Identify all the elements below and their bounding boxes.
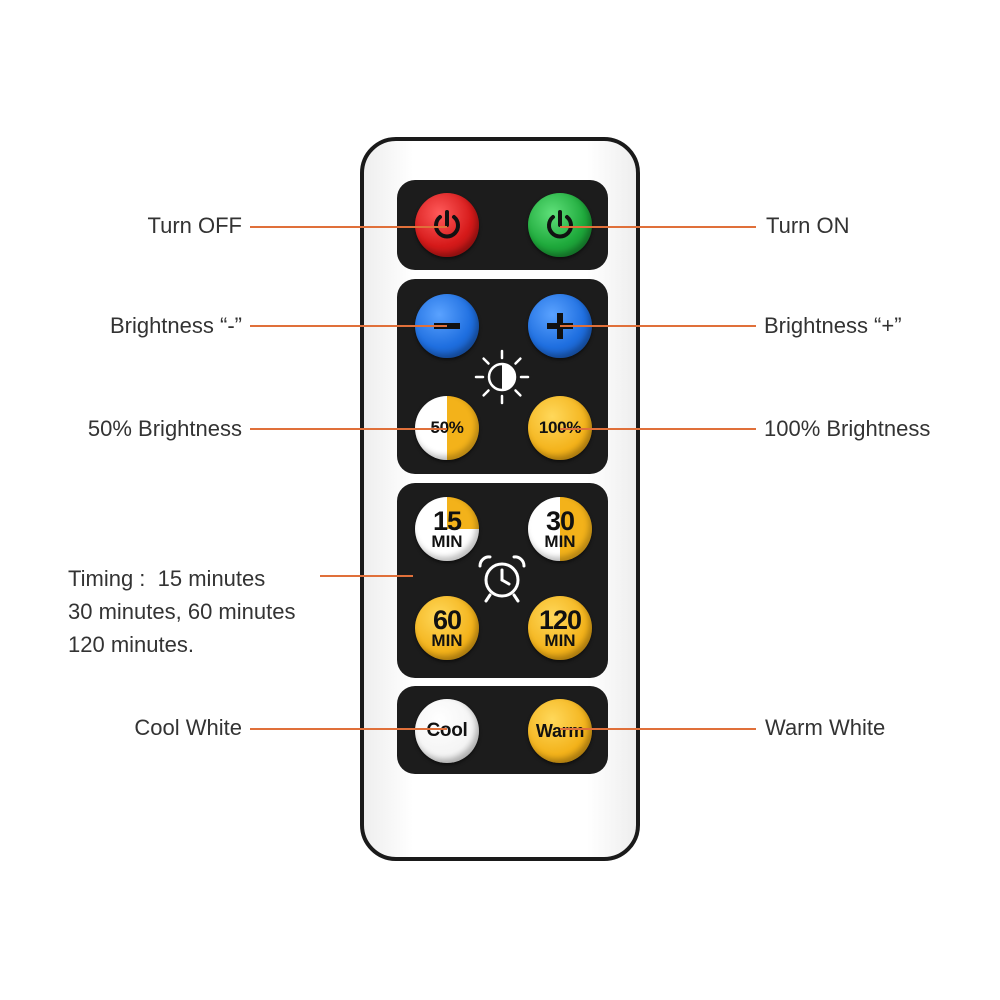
leader-line-brightness-100 [560,428,756,430]
timer-120-button[interactable]: 120 MIN [528,596,592,660]
turn-on-button[interactable] [528,193,592,257]
leader-line-warm-white [560,728,756,730]
timer-30-unit: MIN [544,531,576,551]
turn-off-button[interactable] [415,193,479,257]
label-brightness-minus: Brightness “-” [109,313,242,338]
label-timing-line1: Timing : 15 minutes [68,566,266,591]
leader-line-brightness-plus [560,325,756,327]
minus-icon [434,323,460,329]
label-turn-off: Turn OFF [147,213,242,238]
leader-line-brightness-50 [250,428,447,430]
timer-15-number: 15 [432,505,462,536]
leader-line-turn-on [560,226,756,228]
timer-60-number: 60 [432,604,462,635]
label-brightness-100: 100% Brightness [764,416,931,441]
label-timing-line2: 30 minutes, 60 minutes [68,599,296,624]
power-icon [434,210,460,239]
label-timing-line3: 120 minutes. [68,632,194,657]
leader-line-timing [320,575,413,577]
leader-line-cool-white [250,728,447,730]
timer-120-unit: MIN [544,630,576,650]
leader-line-brightness-minus [250,325,447,327]
timer-15-unit: MIN [431,531,463,551]
label-warm-white: Warm White [765,715,886,740]
leader-line-turn-off [250,226,447,228]
timer-15-button[interactable]: 15 MIN [415,497,479,561]
timer-60-unit: MIN [431,630,463,650]
cool-label: Cool [426,720,468,741]
warm-white-button[interactable]: Warm [528,699,592,763]
label-turn-on: Turn ON [766,213,850,238]
brightness-icon [474,349,530,405]
label-brightness-plus: Brightness “+” [764,313,902,338]
cool-white-button[interactable]: Cool [415,699,479,763]
power-icon [547,210,573,239]
label-brightness-50: 50% Brightness [87,416,242,441]
timer-120-number: 120 [538,604,582,635]
label-cool-white: Cool White [134,715,242,740]
brightness-50-label: 50% [430,418,464,437]
timer-30-number: 30 [545,505,575,536]
label-timing: Timing : 15 minutes 30 minutes, 60 minut… [68,562,295,661]
brightness-100-label: 100% [539,418,582,438]
timer-30-button[interactable]: 30 MIN [528,497,592,561]
warm-label: Warm [535,720,585,741]
alarm-clock-icon [478,555,526,603]
timer-60-button[interactable]: 60 MIN [415,596,479,660]
